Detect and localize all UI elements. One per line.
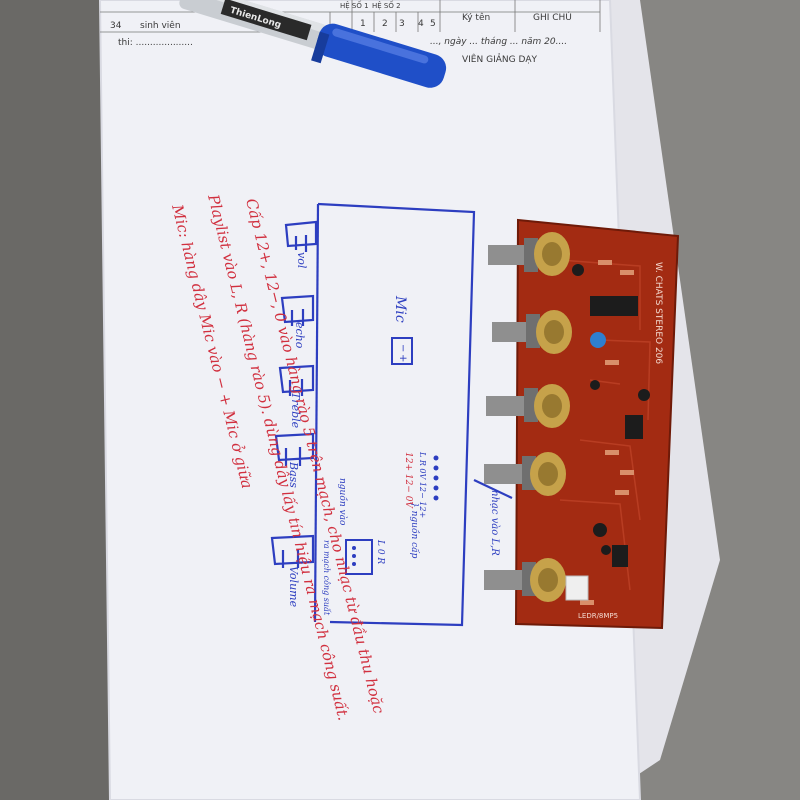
label-pin-plus: +: [397, 354, 408, 362]
sketch-labels: vol echo Treble Bass Volume Mic − + L R …: [287, 252, 500, 616]
form-num-4: 4: [418, 19, 424, 29]
label-pin-list: L R 0V 12− 12+: [418, 451, 427, 518]
capacitor-blue: [590, 332, 606, 348]
sketch-pot-volume: [270, 534, 315, 568]
sketch-pot-treble: [278, 364, 315, 396]
sketch-pot-bass: [274, 432, 315, 466]
label-nguon-bracket: } nguồn cấp: [409, 502, 420, 559]
sketch-board-outline: [317, 202, 476, 627]
sketch-pot-echo: [280, 294, 315, 326]
form-col-he-so-2: HỆ SỐ 2: [372, 0, 401, 10]
circuit-board: W. CHATS STEREO 206 LEDR/8MP5: [484, 218, 680, 630]
form-num-3: 3: [399, 19, 405, 29]
form-num-2: 2: [382, 19, 388, 29]
silkscreen-bottom: LEDR/8MP5: [578, 612, 618, 620]
label-mic: Mic: [392, 295, 408, 323]
label-nhac-vao: nhạc vào L,R: [489, 490, 500, 556]
label-nguon-in: nguồn vào: [337, 478, 348, 526]
form-num-5: 5: [430, 19, 436, 29]
sketch-pot-vol: [284, 220, 318, 252]
label-bass: Bass: [287, 461, 300, 488]
label-pin-minus: −: [397, 344, 408, 352]
capacitor: [572, 264, 584, 276]
capacitor: [590, 380, 600, 390]
label-ra-mach: ra mạch công suất: [322, 540, 331, 616]
form-row-number: 34: [110, 21, 122, 31]
pot-shaft: [488, 245, 526, 265]
pot-3: [486, 384, 570, 428]
label-vol-top: vol: [295, 252, 308, 269]
pot-5: [484, 558, 566, 602]
ic-chip-small-2: [612, 545, 628, 567]
ic-chip-small: [625, 415, 643, 439]
pot-shaft: [484, 570, 524, 590]
paper-sheet-main: [100, 0, 640, 800]
capacitor: [601, 545, 611, 555]
pot-shaft: [484, 464, 524, 484]
sketch-pin-dots: [352, 455, 439, 566]
pot-4: [484, 452, 566, 496]
label-lor: L 0 R: [375, 539, 385, 564]
pot-shaft: [486, 396, 526, 416]
form-signature-title: VIÊN GIẢNG DẠY: [462, 53, 538, 65]
output-connector: [565, 575, 589, 601]
form-col-he-so-1: HỆ SỐ 1: [340, 0, 369, 10]
sketch-output-connector: [345, 539, 373, 575]
pot-1: [488, 232, 570, 276]
silkscreen-title: W. CHATS STEREO 206: [653, 262, 663, 364]
capacitor: [638, 389, 650, 401]
capacitor: [593, 523, 607, 537]
label-volume: Volume: [287, 566, 300, 608]
pen-label: [220, 0, 312, 41]
form-num-1: 1: [360, 19, 366, 29]
form-exam-label: thi: ....................: [118, 38, 193, 48]
sketch-arrow: [473, 479, 513, 499]
form-row-label: sinh viên: [140, 20, 181, 31]
label-treble: Treble: [289, 392, 302, 429]
form-col-ky-ten: Ký tên: [462, 12, 490, 23]
form-col-ghi-chu: GHI CHÚ: [533, 11, 572, 23]
label-power: 12+ 12− 0V: [403, 452, 413, 509]
form-date-line: ..., ngày ... tháng ... năm 20....: [430, 37, 567, 47]
ic-chip-main: [590, 296, 638, 316]
resistors: [580, 260, 634, 605]
pot-shaft: [492, 322, 528, 342]
sketch-mic-connector: [391, 337, 413, 365]
pot-2: [492, 310, 572, 354]
paper-edge: [98, 0, 642, 800]
sketch-drawing: [270, 202, 513, 627]
label-echo: echo: [293, 322, 306, 349]
floor-left: [0, 0, 110, 800]
